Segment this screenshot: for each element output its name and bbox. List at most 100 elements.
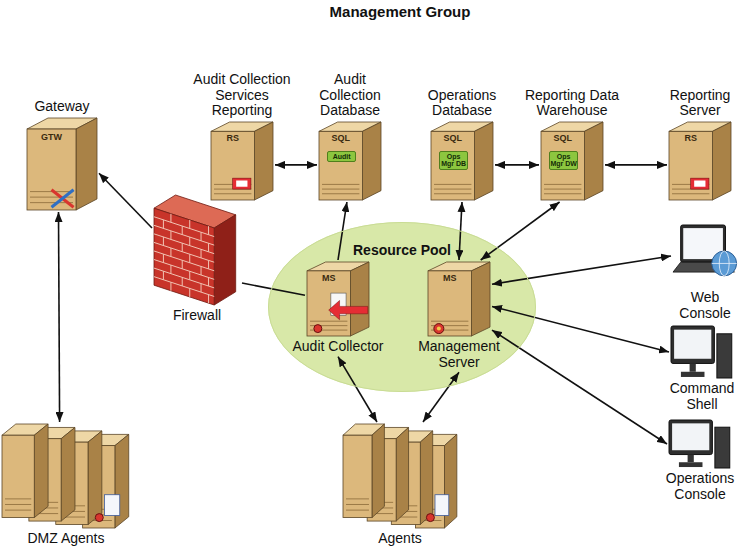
brick-joint bbox=[163, 254, 164, 263]
brick-joint bbox=[163, 220, 164, 229]
server-plate: SQL bbox=[431, 134, 474, 143]
server-side bbox=[420, 431, 432, 525]
pool-label: Resource Pool bbox=[268, 242, 536, 258]
report-badge bbox=[691, 178, 709, 189]
server-side bbox=[584, 122, 603, 200]
server-plate: SQL bbox=[541, 134, 584, 143]
pc-tower bbox=[715, 427, 730, 468]
brick-joint bbox=[208, 226, 209, 235]
server-plate: MS bbox=[428, 274, 471, 283]
node-label: Audit Collection Services Reporting bbox=[186, 72, 298, 119]
icon-box: SQLOps Mgr DB bbox=[431, 122, 493, 200]
node-label: Operations Database bbox=[421, 88, 503, 119]
connector-arrow bbox=[59, 212, 60, 422]
brick-joint bbox=[163, 237, 164, 246]
drive-bay-line bbox=[544, 184, 581, 185]
monitor-frame bbox=[669, 420, 712, 455]
database-server: Reporting Data WarehouseSQLOps Mgr DW bbox=[522, 88, 622, 200]
brick-joint bbox=[154, 217, 214, 237]
brick-joint bbox=[182, 277, 183, 286]
monitor-icon bbox=[671, 326, 733, 378]
brick-joint bbox=[182, 243, 183, 252]
brick-joint bbox=[201, 232, 202, 241]
drive-bay-line bbox=[346, 510, 369, 511]
icon-box: SQLAudit bbox=[319, 122, 381, 200]
management-server: MSManagement Server bbox=[414, 262, 504, 370]
brick-joint bbox=[170, 265, 171, 274]
command-shell: Command Shell bbox=[667, 326, 737, 412]
brick-joint bbox=[170, 214, 171, 223]
icon-box: GTW bbox=[27, 118, 97, 210]
brick-joint bbox=[201, 249, 202, 258]
icon-box bbox=[671, 326, 733, 378]
icon-box bbox=[154, 195, 240, 305]
brick-joint bbox=[189, 237, 190, 246]
monitor-frame bbox=[671, 326, 714, 363]
drive-bay-line bbox=[434, 184, 471, 185]
node-label: Reporting Server bbox=[665, 88, 735, 119]
server-side bbox=[362, 122, 381, 200]
server-side bbox=[34, 424, 48, 518]
connector-arrow bbox=[275, 164, 317, 166]
operations-console: Operations Console bbox=[662, 420, 738, 502]
server-side bbox=[76, 118, 97, 210]
reporting-server: Audit Collection Services ReportingRS bbox=[186, 72, 298, 200]
pc-tower bbox=[717, 334, 732, 378]
report-badge-inner bbox=[694, 181, 705, 187]
connector-arrow bbox=[492, 330, 667, 444]
node-label: Web Console bbox=[670, 290, 740, 321]
server-front bbox=[27, 129, 76, 210]
connector-arrow bbox=[481, 202, 560, 260]
web-globe-line bbox=[712, 263, 737, 264]
brick-joint bbox=[201, 284, 202, 293]
server-plate: RS bbox=[211, 134, 254, 143]
drive-bay-line bbox=[5, 510, 31, 511]
icon-box bbox=[2, 424, 130, 528]
server-front bbox=[307, 271, 350, 336]
connector-arrow bbox=[495, 164, 539, 166]
server-front bbox=[319, 131, 362, 200]
node-label: Command Shell bbox=[667, 381, 737, 412]
firewall-wall: Firewall bbox=[154, 195, 240, 324]
audit-collector-server: MS Audit Collector bbox=[283, 262, 393, 355]
wall-icon bbox=[154, 195, 240, 305]
drive-bay-line bbox=[434, 189, 471, 190]
wall-front bbox=[154, 208, 214, 305]
drive-bay-line bbox=[310, 321, 347, 322]
drive-bay-line bbox=[346, 498, 369, 499]
tower-icon bbox=[307, 262, 369, 336]
server-side bbox=[350, 262, 369, 336]
monitor-icon bbox=[669, 420, 731, 468]
drive-bay-line bbox=[214, 193, 251, 194]
server-side bbox=[254, 122, 273, 200]
drive-bay-line bbox=[544, 193, 581, 194]
gateway-mark bbox=[52, 190, 74, 207]
brick-joint bbox=[154, 268, 214, 288]
brick-joint bbox=[208, 243, 209, 252]
node-label: Gateway bbox=[22, 99, 102, 115]
brick-joint bbox=[189, 271, 190, 280]
server-side bbox=[474, 122, 493, 200]
server-side bbox=[712, 122, 731, 200]
drive-bay-line bbox=[5, 504, 31, 505]
server-plate: SQL bbox=[319, 134, 362, 143]
icon-box: SQLOps Mgr DW bbox=[541, 122, 603, 200]
server-front bbox=[431, 131, 474, 200]
dmz-agents: DMZ Agents bbox=[2, 424, 130, 547]
server-plate: MS bbox=[307, 274, 350, 283]
node-label: Audit Collector bbox=[283, 339, 393, 355]
node-label: Audit Collection Database bbox=[314, 72, 386, 119]
report-badge-inner bbox=[236, 181, 247, 187]
web-console: Web Console bbox=[670, 225, 740, 321]
brick-joint bbox=[154, 251, 214, 271]
brick-joint bbox=[189, 220, 190, 229]
diagram-title: Management Group bbox=[280, 3, 520, 20]
drive-bay-line bbox=[322, 184, 359, 185]
drive-bay-line bbox=[322, 193, 359, 194]
gear-mark bbox=[95, 514, 103, 522]
monitor-screen bbox=[674, 330, 711, 359]
web-globe bbox=[712, 251, 737, 276]
gear-hub bbox=[437, 327, 441, 331]
icon-box: RS bbox=[669, 122, 731, 200]
drive-bay-line bbox=[346, 504, 369, 505]
